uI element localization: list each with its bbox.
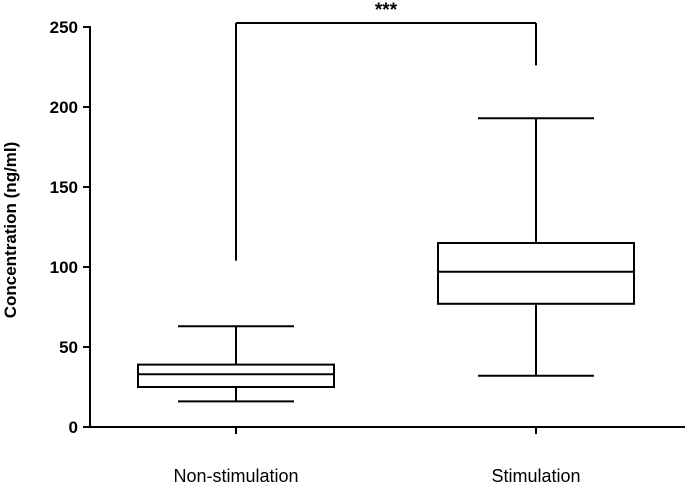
y-tick-label: 100 xyxy=(50,258,78,277)
box-iqr xyxy=(137,363,335,389)
significance-bracket: *** xyxy=(235,0,537,261)
y-ticks: 0 50 100 150 200 250 xyxy=(50,18,90,437)
x-tick-label: Stimulation xyxy=(491,466,580,486)
y-tick-label: 50 xyxy=(59,338,78,357)
y-axis-title: Concentration (ng/ml) xyxy=(1,142,20,319)
y-tick-label: 150 xyxy=(50,178,78,197)
y-tick-label: 250 xyxy=(50,18,78,37)
significance-label: *** xyxy=(375,0,398,21)
box-iqr xyxy=(437,242,635,305)
boxes xyxy=(137,117,635,403)
y-tick-label: 200 xyxy=(50,98,78,117)
y-tick-label: 0 xyxy=(69,418,78,437)
x-tick-label: Non-stimulation xyxy=(173,466,298,486)
box-non-stimulation xyxy=(137,325,335,403)
axes: Non-stimulation Stimulation xyxy=(89,26,685,486)
box-stimulation xyxy=(437,117,635,377)
